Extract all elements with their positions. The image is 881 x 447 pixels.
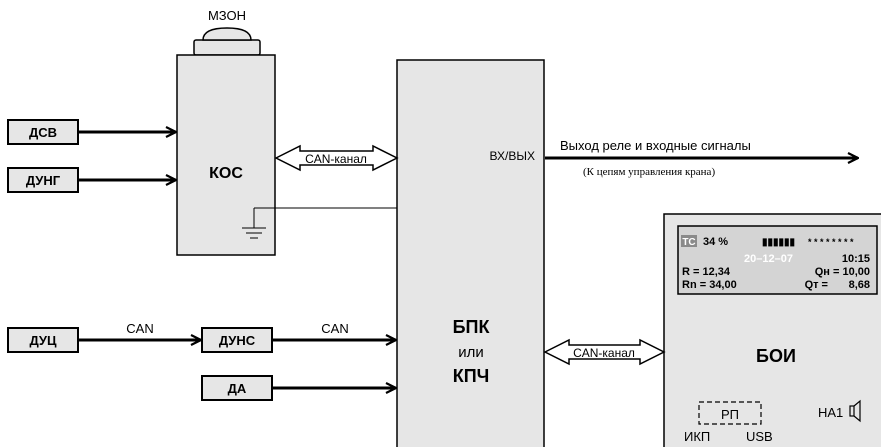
boi-display: ТС 34 % ▮▮▮▮▮▮ * * * * * * * * 20–12–07 … [677, 225, 878, 295]
boi-block: ТС 34 % ▮▮▮▮▮▮ * * * * * * * * 20–12–07 … [663, 213, 881, 447]
duns-label: ДУНС [219, 333, 256, 348]
r-value: R = 12,34 [682, 266, 731, 278]
sensor-duns: ДУНС [201, 327, 273, 353]
da-label: ДА [228, 381, 247, 396]
qt-label: Qт = [805, 279, 828, 291]
sensor-duc: ДУЦ [7, 327, 79, 353]
dsv-label: ДСВ [29, 125, 57, 140]
can-link-bpk-boi: CAN-канал [543, 338, 666, 366]
rn-value: Rn = 34,00 [682, 279, 737, 291]
io-label: ВХ/ВЫХ [490, 149, 535, 163]
tc-badge [681, 235, 697, 247]
can-label-2: CAN [321, 321, 348, 336]
mzon-sensor: МЗОН [193, 8, 261, 56]
kos-block: КОС [176, 54, 276, 256]
kpch-label: КПЧ [453, 366, 490, 386]
qt-value: 8,68 [849, 279, 870, 291]
bpk-label: БПК [453, 317, 491, 337]
bpk-or-label: или [458, 344, 484, 361]
tc-indicator: ТС [682, 237, 695, 248]
signal-bars: ▮▮▮▮▮▮ [762, 237, 795, 248]
kos-label: КОС [209, 165, 243, 182]
rp-slot [698, 401, 762, 425]
date-value: 20–12–07 [744, 253, 793, 265]
can-label-1: CAN [126, 321, 153, 336]
mzon-label: МЗОН [208, 8, 246, 23]
qn-value: Qн = 10,00 [815, 266, 870, 278]
sensor-dung: ДУНГ [7, 167, 79, 193]
sensor-da: ДА [201, 375, 273, 401]
bpk-block: ВХ/ВЫХ БПК или КПЧ [396, 59, 545, 447]
can-link-kos-bpk: CAN-канал [274, 144, 399, 172]
time-value: 10:15 [842, 253, 870, 265]
output-subtitle: (К цепям управления крана) [583, 166, 715, 178]
dung-label: ДУНГ [26, 173, 61, 188]
ikp-label: ИКП [684, 429, 710, 444]
usb-label: USB [746, 429, 773, 444]
boi-label: БОИ [756, 346, 796, 366]
duc-label: ДУЦ [29, 333, 57, 348]
sensor-dsv: ДСВ [7, 119, 79, 145]
ha1-label: НА1 [818, 405, 843, 420]
star-indicators: * * * * * * * * [808, 237, 854, 247]
output-title: Выход реле и входные сигналы [560, 138, 751, 153]
speaker-icon [849, 399, 861, 423]
can-channel-top-label: CAN-канал [305, 152, 367, 166]
percent-value: 34 % [703, 236, 728, 248]
rp-label: РП [721, 407, 739, 422]
can-channel-bottom-label: CAN-канал [573, 346, 635, 360]
